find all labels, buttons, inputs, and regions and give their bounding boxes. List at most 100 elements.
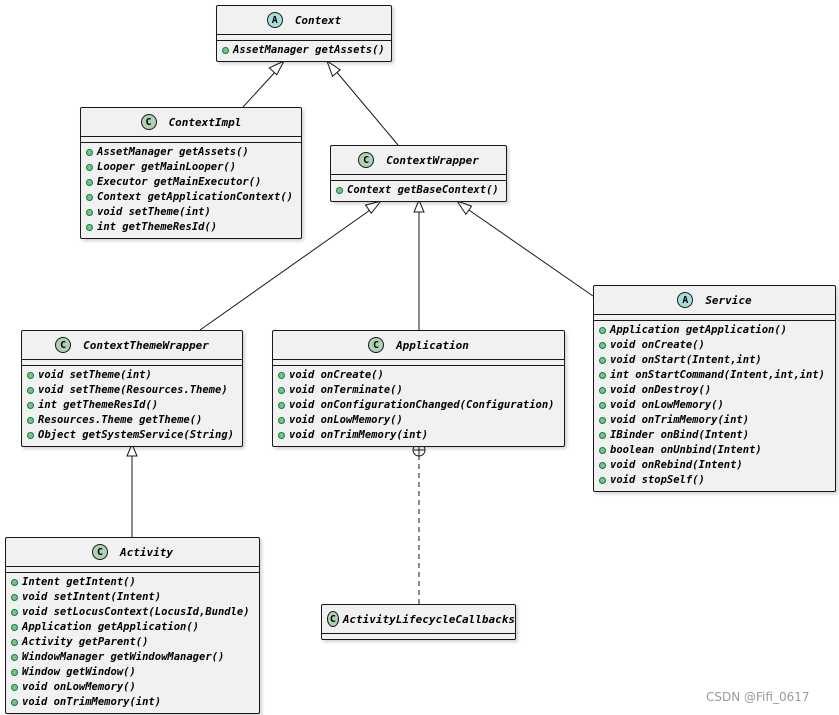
class-name: ContextWrapper [386, 153, 479, 167]
relation-contextthemewrapper-contextwrapper [199, 207, 374, 331]
method-signature: AssetManager getAssets() [233, 44, 385, 56]
method-signature: void setTheme(int) [38, 369, 152, 381]
method-row: Window getWindow() [6, 665, 259, 680]
method-row: void setLocusContext(LocusId,Bundle) [6, 605, 259, 620]
abstract-badge-icon: A [677, 292, 694, 308]
class-header: A Context [217, 6, 391, 34]
method-signature: void onTrimMemory(int) [289, 429, 429, 441]
method-signature: void onCreate() [289, 369, 384, 381]
public-method-icon [11, 669, 18, 676]
public-method-icon [599, 372, 606, 379]
method-row: void onLowMemory() [594, 398, 835, 413]
class-name: Application [396, 338, 469, 352]
inherit-arrow-application [413, 198, 425, 213]
method-signature: int onStartCommand(Intent,int,int) [610, 369, 825, 381]
public-method-icon [27, 402, 34, 409]
class-badge-icon: C [358, 152, 375, 168]
method-list: void onCreate() void onTerminate() void on… [273, 366, 564, 446]
class-context: A Context AssetManager getAssets() [216, 5, 392, 62]
public-method-icon [27, 372, 34, 379]
method-signature: IBinder onBind(Intent) [610, 429, 750, 441]
public-method-icon [599, 417, 606, 424]
method-row: void onConfigurationChanged(Configuratio… [273, 398, 564, 413]
method-signature: void onTerminate() [289, 384, 403, 396]
method-row: void setTheme(int) [81, 205, 301, 220]
class-header: C ContextThemeWrapper [22, 331, 242, 359]
method-row: void onTrimMemory(int) [273, 428, 564, 443]
class-activitylifecyclecallbacks: C ActivityLifecycleCallbacks [321, 604, 516, 640]
public-method-icon [11, 699, 18, 706]
method-signature: int getThemeResId() [38, 399, 159, 411]
public-method-icon [599, 327, 606, 334]
class-header: C ContextWrapper [331, 146, 506, 174]
method-row: AssetManager getAssets() [217, 43, 391, 58]
watermark: CSDN @Fifi_0617 [706, 690, 810, 704]
relation-contextimpl-context [242, 69, 278, 108]
method-signature: Application getApplication() [22, 621, 200, 633]
public-method-icon [86, 179, 93, 186]
public-method-icon [599, 432, 606, 439]
method-list: Context getBaseContext() [331, 181, 506, 201]
public-method-icon [599, 477, 606, 484]
public-method-icon [86, 164, 93, 171]
public-method-icon [599, 342, 606, 349]
relation-service-contextwrapper [465, 207, 594, 297]
public-method-icon [27, 432, 34, 439]
method-signature: void setTheme(Resources.Theme) [38, 384, 228, 396]
method-row: Context getApplicationContext() [81, 190, 301, 205]
method-signature: Activity getParent() [22, 636, 149, 648]
method-signature: void stopSelf() [610, 474, 705, 486]
public-method-icon [278, 402, 285, 409]
method-row: int getThemeResId() [81, 220, 301, 235]
public-method-icon [86, 149, 93, 156]
public-method-icon [278, 432, 285, 439]
public-method-icon [11, 624, 18, 631]
method-signature: int getThemeResId() [97, 221, 218, 233]
public-method-icon [86, 209, 93, 216]
method-row: int getThemeResId() [22, 398, 242, 413]
method-row: void stopSelf() [594, 473, 835, 488]
method-row: int onStartCommand(Intent,int,int) [594, 368, 835, 383]
method-row: void onStart(Intent,int) [594, 353, 835, 368]
public-method-icon [11, 654, 18, 661]
class-header: C ActivityLifecycleCallbacks [322, 605, 515, 633]
method-row: WindowManager getWindowManager() [6, 650, 259, 665]
method-row: void onLowMemory() [6, 680, 259, 695]
inherit-arrow-contextimpl [268, 59, 286, 76]
method-row: Executor getMainExecutor() [81, 175, 301, 190]
class-header: A Service [594, 286, 835, 314]
method-signature: Resources.Theme getTheme() [38, 414, 203, 426]
public-method-icon [278, 417, 285, 424]
class-service: A Service Application getApplication() vo… [593, 285, 836, 492]
method-row: Application getApplication() [594, 323, 835, 338]
method-signature: Looper getMainLooper() [97, 161, 237, 173]
method-signature: void onLowMemory() [610, 399, 724, 411]
method-signature: void setTheme(int) [97, 206, 211, 218]
public-method-icon [599, 357, 606, 364]
class-badge-icon: C [92, 544, 108, 560]
class-badge-icon: C [140, 114, 157, 130]
inherit-arrow-contextwrapper [326, 59, 342, 78]
method-row: void setIntent(Intent) [6, 590, 259, 605]
method-signature: AssetManager getAssets() [97, 146, 249, 158]
public-method-icon [599, 447, 606, 454]
relation-contextwrapper-context [334, 69, 399, 146]
method-row: void setTheme(int) [22, 368, 242, 383]
method-row: void onTerminate() [273, 383, 564, 398]
class-badge-icon: C [327, 611, 339, 627]
method-row: AssetManager getAssets() [81, 145, 301, 160]
method-row: Activity getParent() [6, 635, 259, 650]
public-method-icon [599, 387, 606, 394]
method-row: IBinder onBind(Intent) [594, 428, 835, 443]
method-signature: Context getApplicationContext() [97, 191, 293, 203]
public-method-icon [11, 609, 18, 616]
inherit-arrow-contextthemewrapper [364, 200, 383, 215]
method-signature: boolean onUnbind(Intent) [610, 444, 762, 456]
method-signature: Context getBaseContext() [347, 184, 499, 196]
method-list: Intent getIntent()void setIntent(Intent)… [6, 573, 259, 713]
class-contextwrapper: C ContextWrapper Context getBaseContext(… [330, 145, 507, 202]
method-row: void onTrimMemory(int) [6, 695, 259, 710]
class-name: Context [294, 13, 342, 27]
public-method-icon [278, 372, 285, 379]
method-signature: void onDestroy() [610, 384, 712, 396]
